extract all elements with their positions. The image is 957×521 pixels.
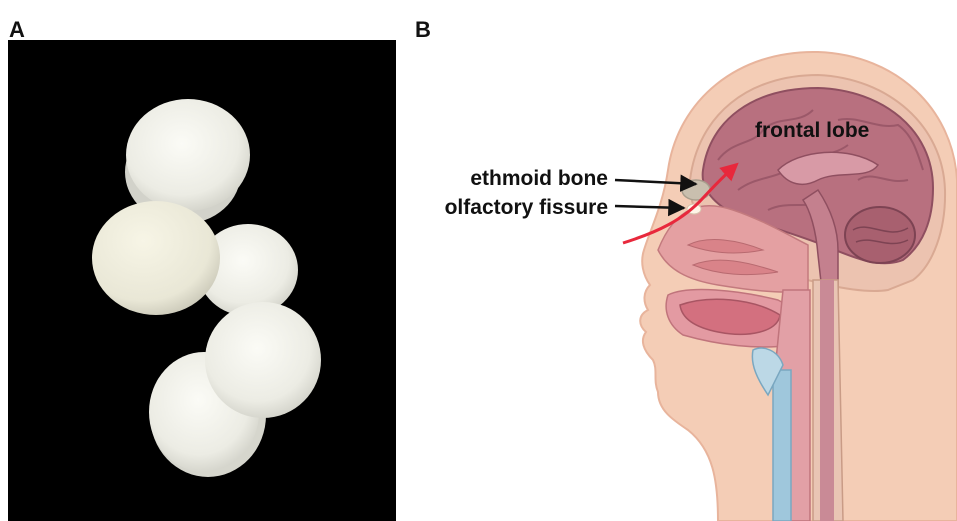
sponge-disc-3: [92, 201, 220, 315]
label-olfactory-fissure: olfactory fissure: [445, 196, 608, 219]
sponge-disc-5: [205, 302, 321, 418]
panel-label-b: B: [415, 19, 431, 41]
sponge-photo: [8, 40, 396, 521]
label-ethmoid-bone: ethmoid bone: [470, 167, 608, 190]
label-frontal-lobe: frontal lobe: [755, 119, 869, 142]
spinal-cord: [820, 280, 834, 521]
head-anatomy-diagram: frontal lobe ethmoid bone olfactory fiss…: [418, 40, 957, 521]
panel-label-a: A: [9, 19, 25, 41]
trachea: [773, 370, 791, 521]
cerebellum: [845, 207, 915, 263]
